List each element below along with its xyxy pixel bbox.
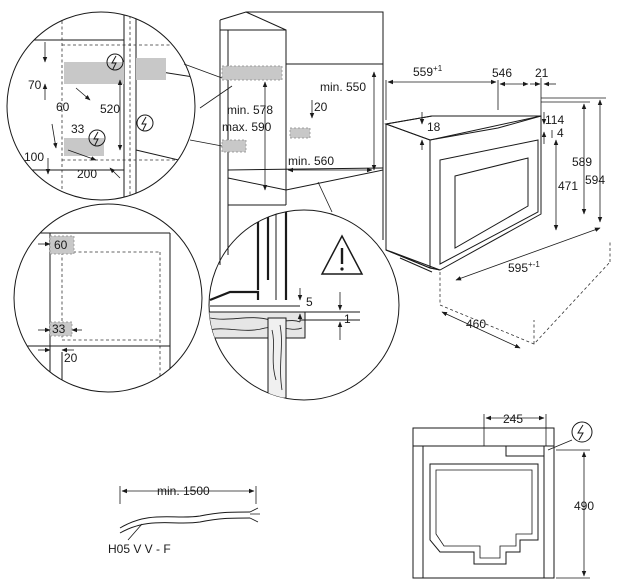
dim-min-560: min. 560 <box>288 154 334 168</box>
electrical-connection-icon <box>88 129 106 147</box>
dim-60-middle: 60 <box>54 238 68 252</box>
dim-min-550: min. 550 <box>320 80 366 94</box>
dim-33: 33 <box>71 122 85 136</box>
detail-circle-middle: 60 33 20 <box>13 203 203 393</box>
dim-70: 70 <box>28 78 42 92</box>
dim-559: 559+1 <box>413 64 443 79</box>
dim-21: 21 <box>535 66 549 80</box>
dim-589: 589 <box>572 155 592 169</box>
dim-min-578: min. 578 <box>227 103 273 117</box>
dim-546: 546 <box>492 66 512 80</box>
dim-460: 460 <box>466 317 486 331</box>
cable-drawing: min. 1500 H05 V V - F <box>108 484 260 556</box>
detail-circle-top: 70 60 520 33 100 200 <box>6 11 196 201</box>
dim-5: 5 <box>306 295 313 309</box>
detail-callout-lines <box>183 63 233 147</box>
cable-length-label: min. 1500 <box>157 484 210 498</box>
dim-4: 4 <box>557 126 564 140</box>
cable-type-label: H05 V V - F <box>108 542 171 556</box>
oven-drawing: 559+1 546 21 18 114 4 471 589 594 595+-1… <box>384 64 611 349</box>
dim-20-cabinet: 20 <box>314 100 328 114</box>
dim-200: 200 <box>77 167 97 181</box>
electrical-connection-icon <box>571 421 593 443</box>
dim-471: 471 <box>558 179 578 193</box>
dim-18: 18 <box>427 120 441 134</box>
dim-100: 100 <box>24 150 44 164</box>
detail-circle-bottom: 5 1 <box>208 181 400 401</box>
dim-490: 490 <box>574 499 594 513</box>
dim-114: 114 <box>545 113 564 127</box>
dim-60: 60 <box>56 100 70 114</box>
dim-33-middle: 33 <box>52 322 66 336</box>
dim-1: 1 <box>344 312 351 326</box>
dim-245: 245 <box>503 412 523 426</box>
rear-view-drawing: 245 490 <box>412 412 594 579</box>
cabinet-drawing: min. 578 max. 590 min. 550 20 min. 560 <box>219 11 384 265</box>
dim-595: 595+-1 <box>508 260 540 275</box>
dim-max-590: max. 590 <box>222 120 272 134</box>
dim-520: 520 <box>100 102 120 116</box>
electrical-connection-icon <box>136 114 154 132</box>
dim-20-middle: 20 <box>64 351 78 365</box>
dim-594: 594 <box>585 173 605 187</box>
electrical-connection-icon <box>106 53 124 71</box>
warning-triangle-icon <box>320 234 364 275</box>
